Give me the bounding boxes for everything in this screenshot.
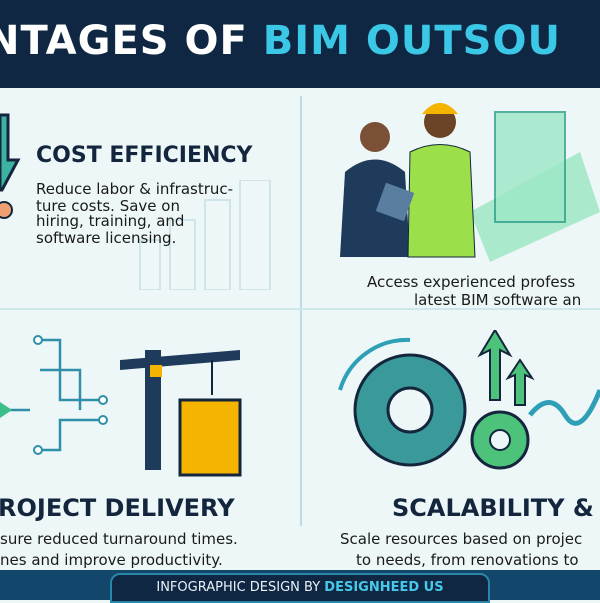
footer-credit: INFOGRAPHIC DESIGN BY DESIGNHEED US	[110, 573, 490, 603]
professionals-illustration	[340, 103, 600, 262]
cost-efficiency-title: COST EFFICIENCY	[36, 143, 253, 168]
title-prefix: NTAGES OF	[0, 18, 263, 64]
expertise-line-2: latest BIM software an	[414, 291, 582, 309]
cost-line-1: Reduce labor & infrastruc-	[36, 180, 234, 198]
cost-line-4: software licensing.	[36, 229, 177, 247]
skyline-illustration	[139, 180, 271, 290]
cost-line-3: hiring, training, and	[36, 212, 185, 230]
credit-brand: DESIGNHEED US	[324, 580, 444, 595]
expertise-line-1: Access experienced profess	[367, 273, 576, 291]
horizontal-divider	[0, 308, 600, 310]
header-banner: NTAGES OF BIM OUTSOU	[0, 0, 600, 88]
project-delivery-title: ROJECT DELIVERY	[0, 494, 235, 522]
gears-growth-illustration	[338, 330, 600, 470]
scalability-title: SCALABILITY & F	[392, 494, 600, 522]
scalability-line-1: Scale resources based on projec	[340, 530, 583, 548]
crane-illustration	[0, 335, 242, 477]
scalability-line-2: to needs, from renovations to	[356, 551, 579, 569]
vertical-divider	[300, 96, 302, 526]
delivery-line-1: sure reduced turnaround times.	[0, 530, 238, 548]
page-title: NTAGES OF BIM OUTSOU	[0, 18, 561, 64]
credit-prefix: INFOGRAPHIC DESIGN BY	[156, 580, 325, 595]
cost-arrow-icon	[0, 113, 21, 219]
cost-line-2: ture costs. Save on	[36, 197, 180, 215]
delivery-line-2: nes and improve productivity.	[0, 551, 223, 569]
title-highlight: BIM OUTSOU	[262, 18, 561, 64]
